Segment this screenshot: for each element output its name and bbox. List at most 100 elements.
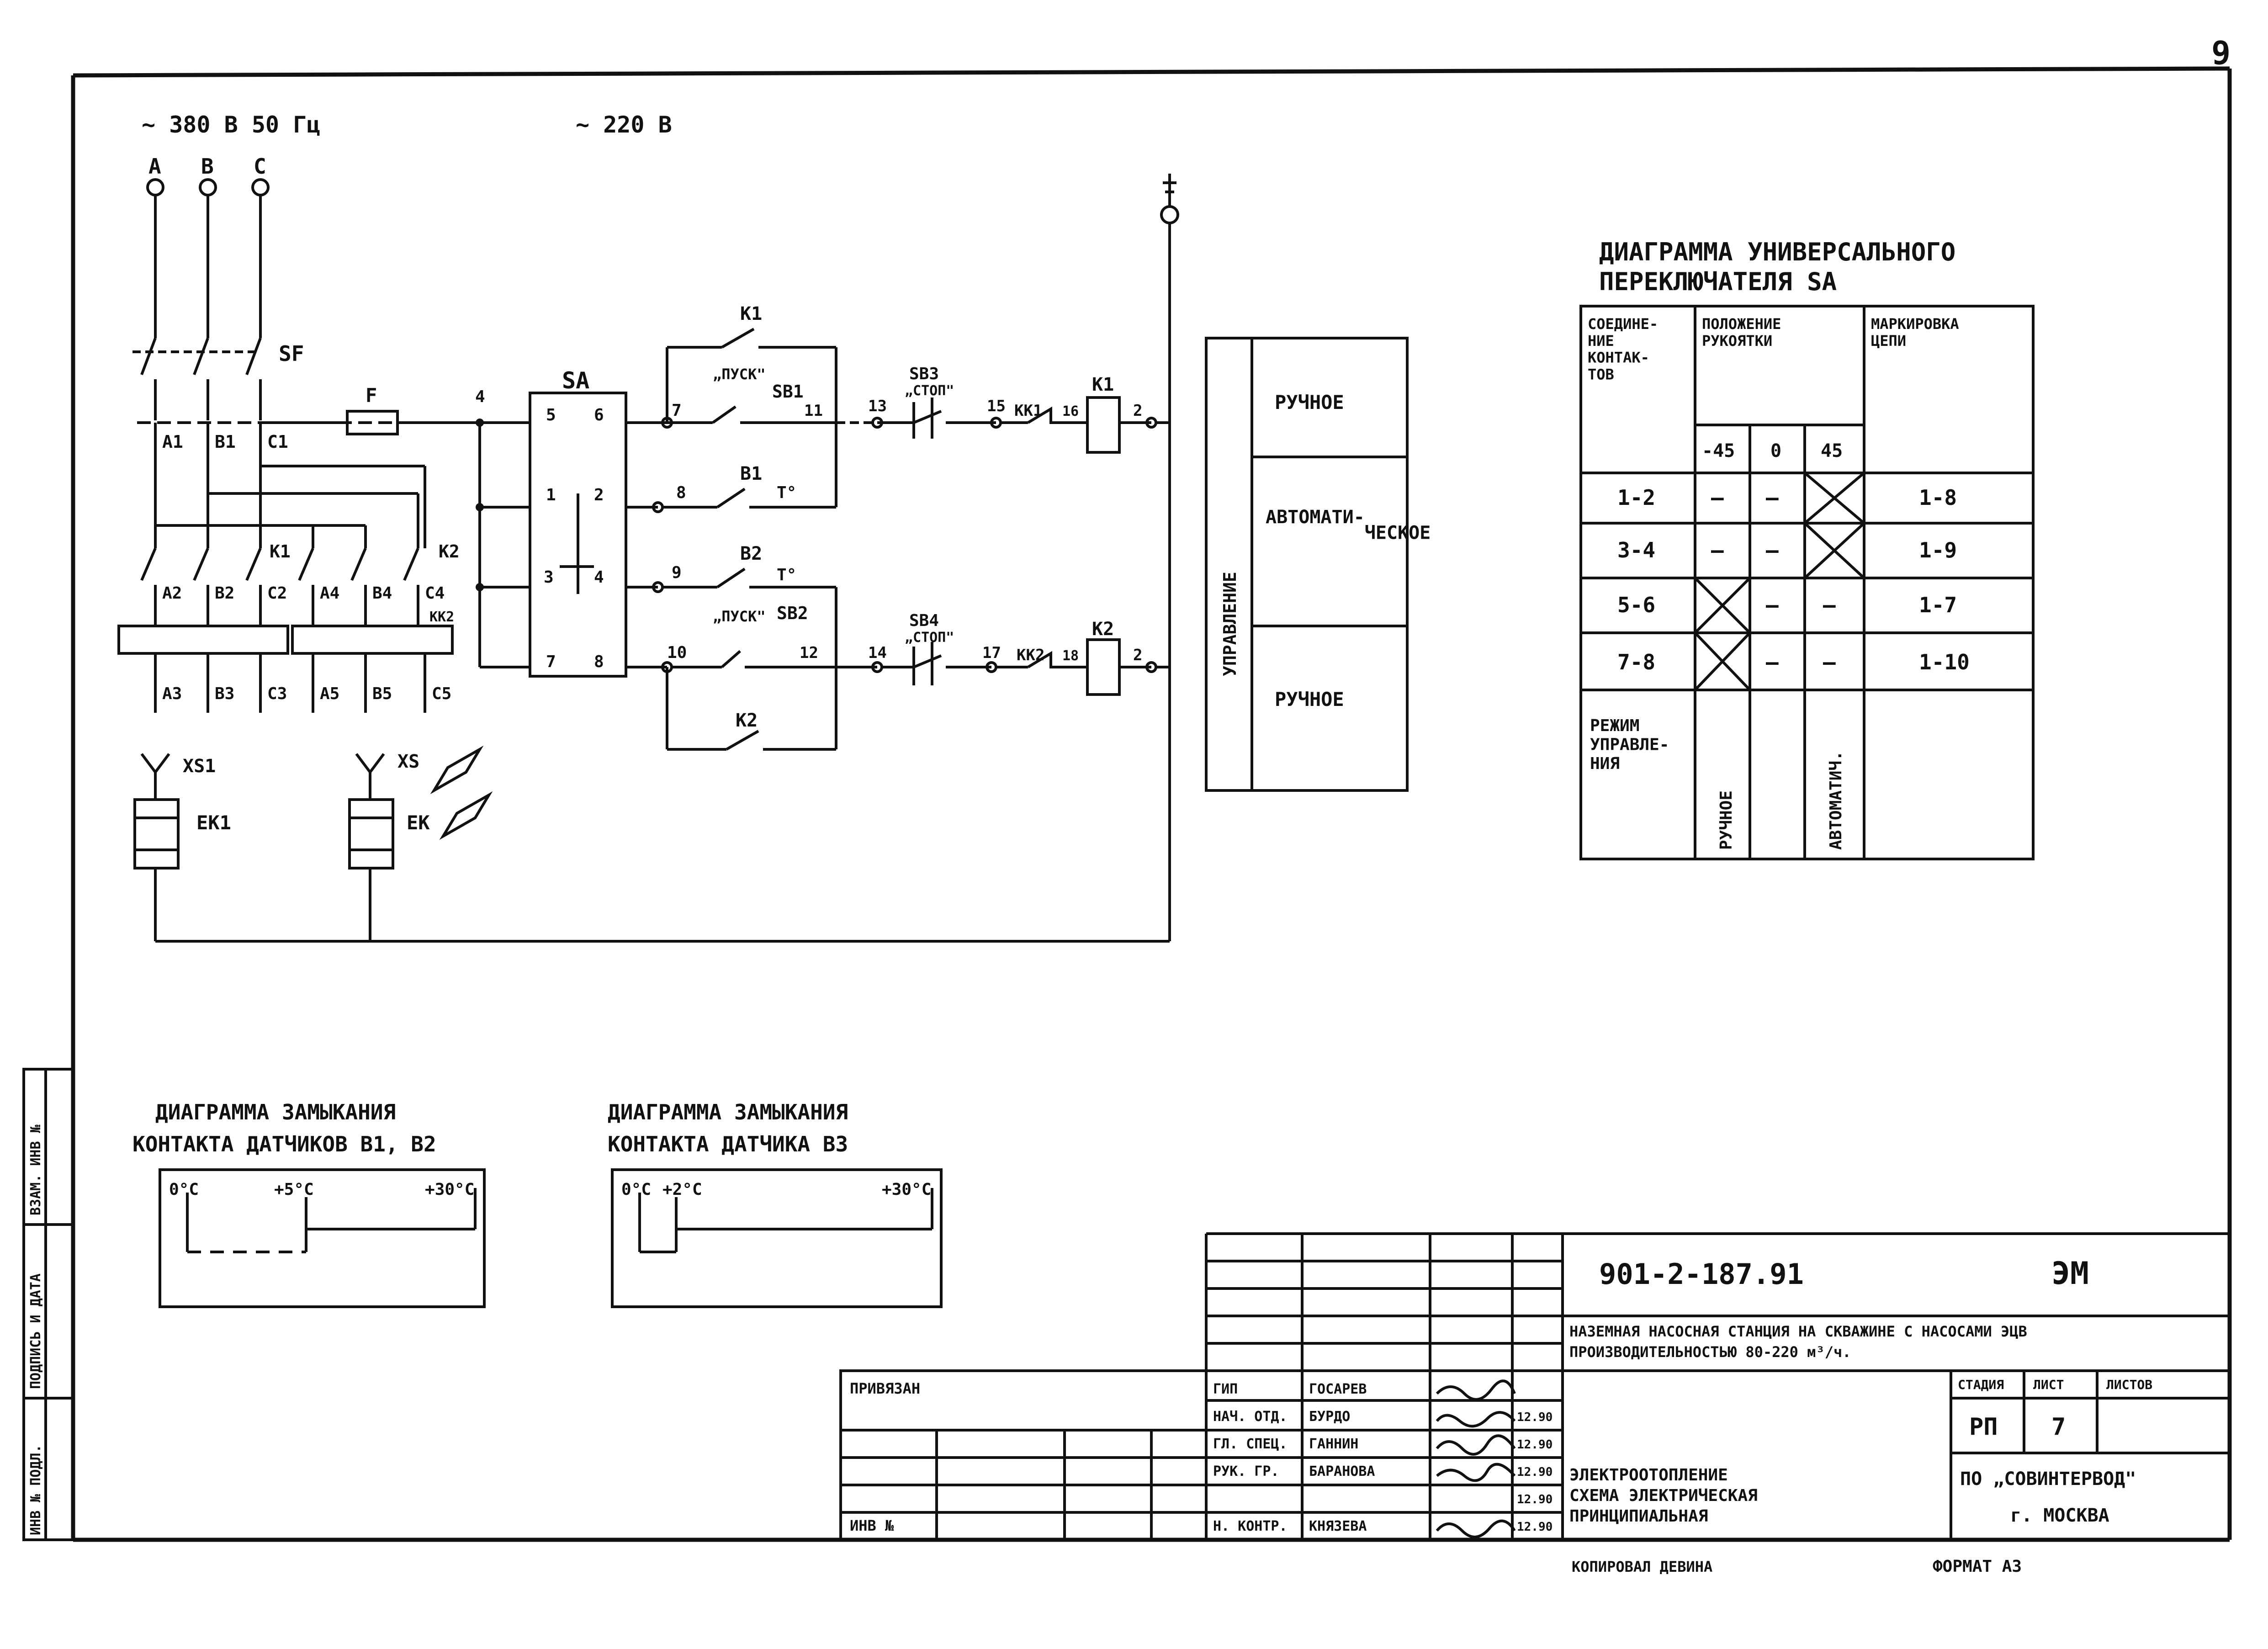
neutral-line	[155, 174, 1179, 943]
b2-label: B2	[740, 543, 762, 564]
row1-mark: 1-8	[1919, 485, 1957, 510]
sensor2-title-1: ДИАГРАММА ЗАМЫКАНИЯ	[608, 1100, 848, 1124]
terminal-c1: C1	[267, 432, 288, 452]
power-lines	[154, 423, 426, 548]
date-4: 12.90	[1517, 1493, 1553, 1506]
side-stamp: ВЗАМ. ИНВ № ПОДПИСЬ И ДАТА ИНВ № ПОДЛ.	[22, 1068, 74, 1541]
row2-mark: 1-9	[1919, 538, 1957, 562]
switch-sa-label: SA	[562, 367, 589, 394]
row1-p2: —	[1766, 485, 1779, 510]
doc-code: 901-2-187.91	[1599, 1257, 1804, 1291]
stage-header: СТАДИЯ	[1958, 1377, 2004, 1392]
output-lines	[154, 653, 426, 713]
sensor1-t-right: +30°C	[425, 1180, 474, 1199]
branch-k2	[626, 638, 1170, 751]
heater-ek	[348, 791, 493, 941]
project-line-2: ПРОИЗВОДИТЕЛЬНОСТЬЮ 80-220 м³/ч.	[1569, 1343, 1851, 1361]
phase-terminals	[146, 178, 270, 196]
row3-contacts: 5-6	[1617, 593, 1655, 617]
coil-k1-label: K1	[1092, 374, 1114, 395]
row2-p3-cross	[1803, 522, 1865, 579]
title-block-grid	[839, 1232, 2230, 1541]
sensor2-t-mid: +2°C	[662, 1180, 702, 1199]
sheets-header: ЛИСТОВ	[2106, 1377, 2152, 1392]
switch-diagram-title-1: ДИАГРАММА УНИВЕРСАЛЬНОГО	[1599, 238, 1955, 266]
terminal-b3: B3	[215, 684, 234, 703]
node-2b-label: 2	[1133, 646, 1142, 664]
terminal-c5: C5	[432, 684, 451, 703]
sb2-label: SB2	[777, 603, 808, 623]
sb3-name: „СТОП"	[905, 383, 954, 399]
sensor2-title-2: КОНТАКТА ДАТЧИКА В3	[608, 1132, 848, 1156]
breaker-label: SF	[279, 341, 304, 366]
stamp-cell-signature: ПОДПИСЬ И ДАТА	[28, 1273, 44, 1389]
sa-pin-3: 3	[544, 568, 554, 587]
node-7-label: 7	[672, 401, 682, 420]
sheet-header: ЛИСТ	[2033, 1377, 2064, 1392]
name-baranova: БАРАНОВА	[1309, 1463, 1375, 1479]
row4-p3: —	[1823, 650, 1836, 674]
role-gl-spec: ГЛ. СПЕЦ.	[1213, 1436, 1288, 1452]
node-4-label: 4	[475, 387, 485, 406]
phase-b-label: B	[201, 154, 214, 179]
node-13-label: 13	[868, 397, 887, 415]
mode-panel	[1205, 337, 1409, 792]
copied-label: КОПИРОВАЛ ДЕВИНА	[1572, 1558, 1712, 1575]
terminal-a3: A3	[162, 684, 182, 703]
coil-k2-label: K2	[1092, 619, 1114, 640]
mode-row-1: РУЧНОЕ	[1275, 391, 1344, 414]
terminal-b2: B2	[215, 584, 234, 603]
fuse-label: F	[366, 384, 377, 407]
name-knyazeva: КНЯЗЕВА	[1309, 1518, 1367, 1534]
switch-sa	[529, 392, 627, 678]
terminal-c2: C2	[267, 584, 287, 603]
role-ruk-gr: РУК. ГР.	[1213, 1463, 1279, 1479]
date-1: 12.90	[1517, 1410, 1553, 1424]
signatures	[1436, 1379, 1516, 1538]
terminal-b4: B4	[372, 584, 392, 603]
relay-kk2-label: KK2	[429, 609, 454, 625]
sheet-value: 7	[2051, 1413, 2066, 1441]
connector-xs	[355, 745, 484, 800]
name-gannin: ГАННИН	[1309, 1436, 1358, 1452]
heater-ek1	[133, 798, 180, 941]
mode-manual-label: РУЧНОЕ	[1717, 790, 1736, 850]
date-5: 12.90	[1517, 1520, 1553, 1534]
switch-diagram-grid	[1579, 305, 2035, 860]
heater-ek1-label: ЕК1	[196, 811, 231, 834]
row2-p2: —	[1766, 538, 1779, 562]
sheet-title-line-3: ПРИНЦИПИАЛЬНАЯ	[1569, 1507, 1708, 1526]
sensor1-title-1: ДИАГРАММА ЗАМЫКАНИЯ	[155, 1100, 396, 1124]
terminal-a1: A1	[162, 432, 183, 452]
node-15-label: 15	[987, 397, 1006, 415]
branch-b2	[626, 567, 837, 667]
switch-diagram-title-2: ПЕРЕКЛЮЧАТЕЛЯ SA	[1599, 267, 1837, 296]
phase-lines	[154, 195, 262, 338]
project-line-1: НАЗЕМНАЯ НАСОСНАЯ СТАНЦИЯ НА СКВАЖИНЕ С …	[1569, 1323, 2027, 1340]
date-3: 12.90	[1517, 1465, 1553, 1479]
mode-panel-title: УПРАВЛЕНИЕ	[1220, 572, 1240, 676]
stage-value: РП	[1969, 1413, 1998, 1441]
sb2-name: „ПУСК"	[713, 608, 766, 625]
inv-no-label: ИНВ №	[850, 1517, 894, 1534]
contactor-k1-label: K1	[270, 541, 291, 562]
connector-xs1-label: XS1	[183, 756, 216, 777]
sb1-name: „ПУСК"	[713, 366, 766, 383]
row3-p2: —	[1766, 593, 1779, 617]
fuse-f	[260, 410, 480, 435]
terminal-a2: A2	[162, 584, 182, 603]
terminal-a4: A4	[320, 584, 339, 603]
node-17-label: 17	[982, 644, 1001, 662]
page-number: 9	[2211, 34, 2231, 72]
org-line-2: г. МОСКВА	[2010, 1505, 2109, 1526]
node-2a-label: 2	[1133, 402, 1142, 420]
sheet-title-line-2: СХЕМА ЭЛЕКТРИЧЕСКАЯ	[1569, 1486, 1758, 1505]
role-nach-otd: НАЧ. ОТД.	[1213, 1409, 1288, 1425]
stamp-cell-inv: ИНВ № ПОДЛ.	[28, 1444, 44, 1535]
mode-row-2: АВТОМАТИ-ЧЕСКОЕ	[1266, 507, 1431, 544]
sensor1-title-2: КОНТАКТА ДАТЧИКОВ В1, В2	[132, 1132, 436, 1156]
